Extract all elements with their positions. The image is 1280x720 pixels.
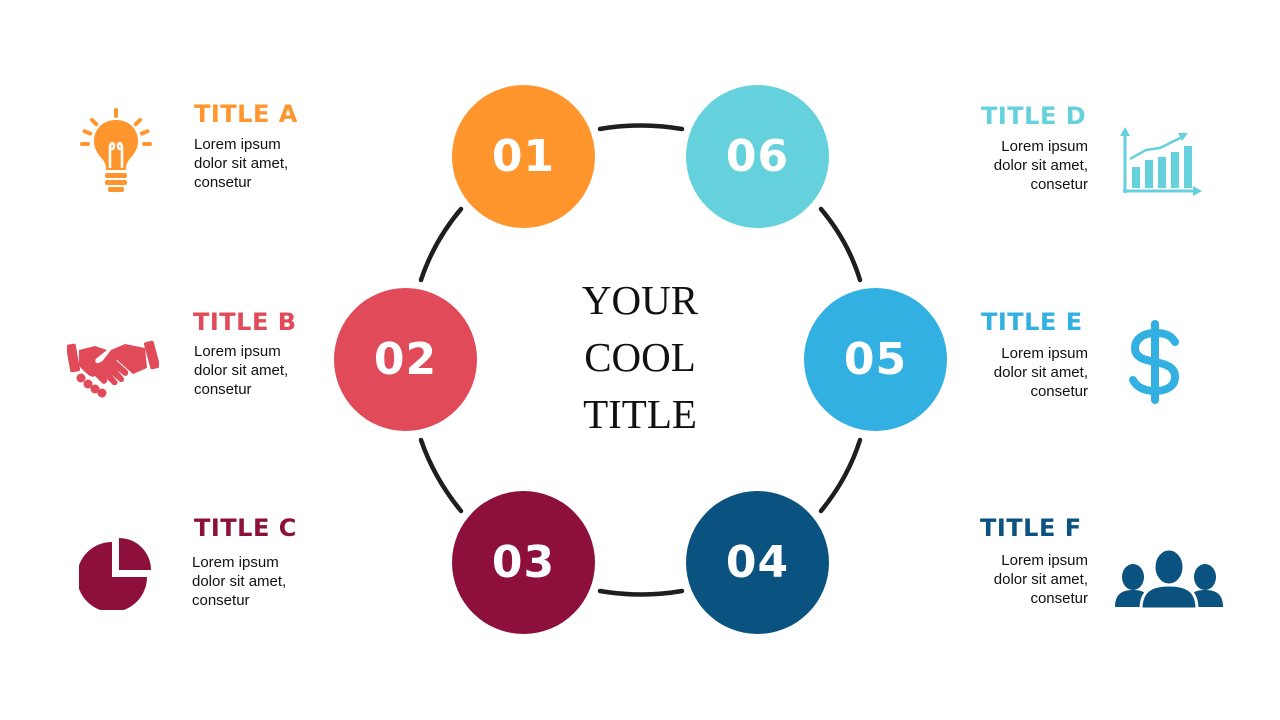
step-circle-02: 02: [334, 288, 477, 431]
connector-arc-2-1: [418, 206, 464, 283]
connector-arc-3-2: [418, 437, 464, 514]
step-circle-01: 01: [452, 85, 595, 228]
dollar-icon: [1129, 320, 1180, 404]
item-title-d: TITLE D: [981, 102, 1087, 130]
team-icon: [1115, 547, 1223, 609]
step-circle-04: 04: [686, 491, 829, 634]
step-circle-05: 05: [804, 288, 947, 431]
connector-arc-6-5: [818, 206, 863, 283]
connector-arc-1-6: [597, 123, 685, 132]
lightbulb-icon: [80, 108, 152, 192]
connector-arc-5-4: [818, 437, 863, 514]
step-number: 01: [491, 131, 556, 182]
step-circle-03: 03: [452, 491, 595, 634]
item-title-a: TITLE A: [194, 100, 298, 128]
handshake-icon: [67, 340, 159, 398]
connector-arc-4-3: [597, 588, 685, 597]
step-number: 03: [491, 537, 556, 588]
item-title-f: TITLE F: [980, 514, 1082, 542]
step-number: 06: [725, 131, 790, 182]
step-number: 05: [843, 334, 908, 385]
step-circle-06: 06: [686, 85, 829, 228]
center-title: YOUR COOL TITLE: [581, 277, 699, 437]
step-number: 04: [725, 537, 790, 588]
growth-chart-icon: [1120, 127, 1202, 196]
pie-chart-icon: [79, 538, 151, 610]
step-number: 02: [373, 334, 438, 385]
item-title-e: TITLE E: [981, 308, 1083, 336]
item-title-b: TITLE B: [193, 308, 297, 336]
item-title-c: TITLE C: [194, 514, 297, 542]
